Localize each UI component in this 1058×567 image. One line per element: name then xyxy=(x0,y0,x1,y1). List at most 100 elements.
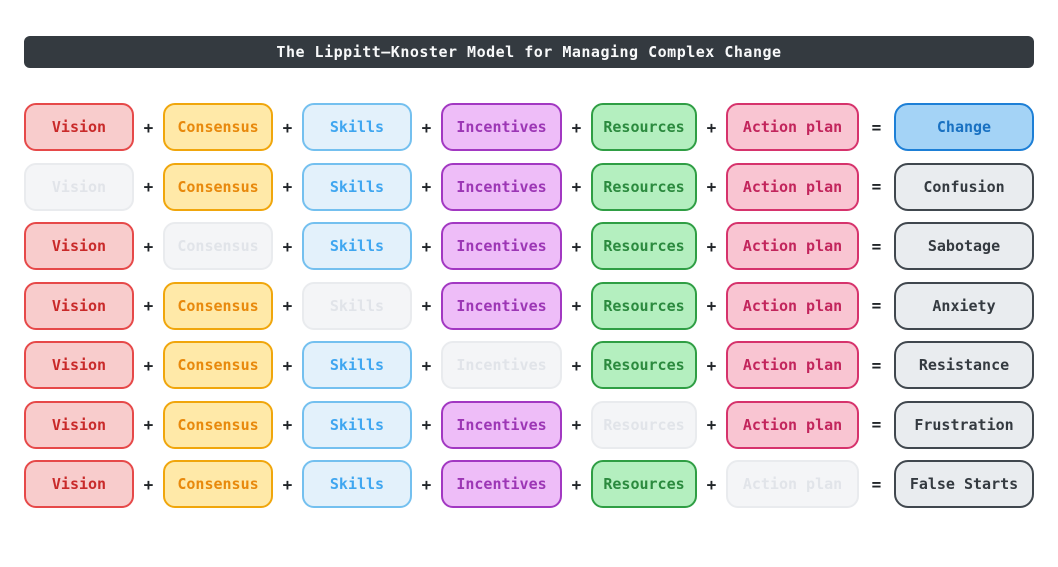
pill-skills: Skills xyxy=(302,162,412,211)
pill-vision-missing: Vision xyxy=(24,162,134,211)
pill-skills: Skills xyxy=(302,341,412,389)
plus-operator: + xyxy=(571,474,582,494)
pill-vision: Vision xyxy=(24,222,134,270)
pill-vision: Vision xyxy=(24,460,134,508)
pill-consensus: Consensus xyxy=(163,460,273,508)
equation-row-sabotage: Vision + Consensus + Skills + Incentives… xyxy=(24,222,1034,270)
plus-operator: + xyxy=(706,415,717,434)
pill-resources: Resources xyxy=(591,222,697,270)
plus-operator: + xyxy=(571,355,582,375)
plus-operator: + xyxy=(282,355,293,375)
pill-result-frustration: Frustration xyxy=(894,400,1034,449)
plus-operator: + xyxy=(421,415,432,434)
plus-operator: + xyxy=(421,236,432,256)
plus-operator: + xyxy=(706,177,717,196)
pill-resources: Resources xyxy=(591,103,697,151)
pill-consensus: Consensus xyxy=(163,103,273,151)
pill-skills: Skills xyxy=(302,460,412,508)
title-bar: The Lippitt–Knoster Model for Managing C… xyxy=(24,36,1034,68)
pill-action-plan: Action plan xyxy=(726,103,859,151)
pill-skills: Skills xyxy=(302,400,412,449)
pill-consensus: Consensus xyxy=(163,341,273,389)
equals-operator: = xyxy=(871,177,882,196)
pill-skills: Skills xyxy=(302,222,412,270)
plus-operator: + xyxy=(571,117,582,137)
plus-operator: + xyxy=(571,177,582,196)
equals-operator: = xyxy=(871,355,882,375)
equals-operator: = xyxy=(871,236,882,256)
plus-operator: + xyxy=(143,296,154,315)
plus-operator: + xyxy=(143,355,154,375)
equation-row-false-starts: Vision + Consensus + Skills + Incentives… xyxy=(24,460,1034,508)
plus-operator: + xyxy=(282,236,293,256)
plus-operator: + xyxy=(706,355,717,375)
plus-operator: + xyxy=(571,415,582,434)
page-title: The Lippitt–Knoster Model for Managing C… xyxy=(276,43,782,61)
equation-row-resistance: Vision + Consensus + Skills + Incentives… xyxy=(24,341,1034,389)
pill-consensus: Consensus xyxy=(163,162,273,211)
pill-incentives: Incentives xyxy=(441,222,562,270)
pill-action-plan: Action plan xyxy=(726,281,859,330)
equation-row-frustration: Vision + Consensus + Skills + Incentives… xyxy=(24,400,1034,449)
pill-consensus-missing: Consensus xyxy=(163,222,273,270)
pill-incentives: Incentives xyxy=(441,400,562,449)
plus-operator: + xyxy=(143,474,154,494)
plus-operator: + xyxy=(143,117,154,137)
plus-operator: + xyxy=(143,177,154,196)
equals-operator: = xyxy=(871,117,882,137)
plus-operator: + xyxy=(571,296,582,315)
pill-action-plan: Action plan xyxy=(726,400,859,449)
pill-vision: Vision xyxy=(24,341,134,389)
pill-resources: Resources xyxy=(591,460,697,508)
plus-operator: + xyxy=(706,117,717,137)
equation-rows: Vision + Consensus + Skills + Incentives… xyxy=(24,103,1034,508)
plus-operator: + xyxy=(282,474,293,494)
equation-row-change: Vision + Consensus + Skills + Incentives… xyxy=(24,103,1034,151)
pill-incentives: Incentives xyxy=(441,460,562,508)
pill-action-plan: Action plan xyxy=(726,341,859,389)
pill-vision: Vision xyxy=(24,281,134,330)
pill-consensus: Consensus xyxy=(163,400,273,449)
pill-result-resistance: Resistance xyxy=(894,341,1034,389)
pill-result-sabotage: Sabotage xyxy=(894,222,1034,270)
plus-operator: + xyxy=(421,296,432,315)
plus-operator: + xyxy=(143,236,154,256)
pill-incentives: Incentives xyxy=(441,162,562,211)
pill-skills-missing: Skills xyxy=(302,281,412,330)
pill-incentives: Incentives xyxy=(441,103,562,151)
plus-operator: + xyxy=(706,236,717,256)
plus-operator: + xyxy=(421,474,432,494)
plus-operator: + xyxy=(282,177,293,196)
plus-operator: + xyxy=(706,474,717,494)
pill-incentives-missing: Incentives xyxy=(441,341,562,389)
pill-incentives: Incentives xyxy=(441,281,562,330)
plus-operator: + xyxy=(143,415,154,434)
pill-resources: Resources xyxy=(591,162,697,211)
pill-resources: Resources xyxy=(591,281,697,330)
plus-operator: + xyxy=(282,296,293,315)
pill-result-false-starts: False Starts xyxy=(894,460,1034,508)
pill-action-plan-missing: Action plan xyxy=(726,460,859,508)
pill-vision: Vision xyxy=(24,400,134,449)
equals-operator: = xyxy=(871,296,882,315)
pill-result-anxiety: Anxiety xyxy=(894,281,1034,330)
plus-operator: + xyxy=(282,415,293,434)
pill-result-change: Change xyxy=(894,103,1034,151)
pill-skills: Skills xyxy=(302,103,412,151)
plus-operator: + xyxy=(421,177,432,196)
equals-operator: = xyxy=(871,415,882,434)
pill-vision: Vision xyxy=(24,103,134,151)
pill-action-plan: Action plan xyxy=(726,162,859,211)
plus-operator: + xyxy=(282,117,293,137)
pill-consensus: Consensus xyxy=(163,281,273,330)
pill-resources: Resources xyxy=(591,341,697,389)
plus-operator: + xyxy=(421,355,432,375)
plus-operator: + xyxy=(421,117,432,137)
pill-action-plan: Action plan xyxy=(726,222,859,270)
pill-result-confusion: Confusion xyxy=(894,162,1034,211)
pill-resources-missing: Resources xyxy=(591,400,697,449)
plus-operator: + xyxy=(571,236,582,256)
equation-row-anxiety: Vision + Consensus + Skills + Incentives… xyxy=(24,281,1034,330)
equals-operator: = xyxy=(871,474,882,494)
equation-row-confusion: Vision + Consensus + Skills + Incentives… xyxy=(24,162,1034,211)
